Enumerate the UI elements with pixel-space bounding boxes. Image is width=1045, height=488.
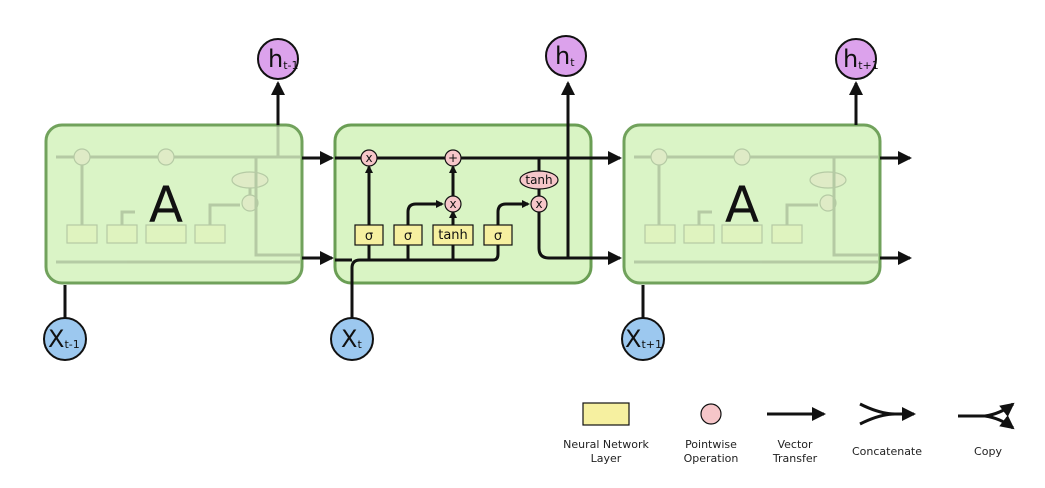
x-node-tminus1: Xt-1	[43, 317, 87, 361]
pointwise-add: +	[444, 149, 462, 167]
legend-pointwise: Pointwise Operation	[684, 403, 739, 465]
nn-layer-output-gate: σ	[483, 224, 513, 246]
x-node-t: Xt	[330, 317, 374, 361]
x-node-tplus1: Xt+1	[621, 317, 665, 361]
pointwise-input-mult: x	[444, 195, 462, 213]
svg-text:Xt: Xt	[341, 325, 362, 353]
nn-layer-forget-gate: σ	[354, 224, 384, 246]
cell-left-internals	[56, 125, 300, 264]
cell-right-internals	[634, 148, 878, 264]
cell-left-label: A	[149, 176, 183, 234]
legend-copy: Copy	[958, 402, 1015, 458]
svg-text:σ: σ	[365, 229, 373, 244]
svg-text:Xt+1: Xt+1	[625, 325, 662, 353]
svg-text:Transfer: Transfer	[772, 452, 818, 465]
svg-text:ht: ht	[555, 42, 575, 70]
svg-text:Concatenate: Concatenate	[852, 445, 922, 458]
svg-text:x: x	[449, 197, 456, 211]
svg-text:tanh: tanh	[525, 173, 552, 187]
cell-right-label: A	[725, 176, 759, 234]
legend-nn-swatch	[582, 402, 630, 426]
cell-left: A	[44, 81, 304, 318]
legend-nn-layer: Neural Network Layer	[563, 402, 649, 465]
legend-vector-transfer: Vector Transfer	[767, 407, 826, 465]
svg-text:Operation: Operation	[684, 452, 739, 465]
svg-text:x: x	[365, 151, 372, 165]
cell-left-box	[44, 123, 304, 285]
svg-text:tanh: tanh	[438, 228, 468, 243]
legend-concatenate: Concatenate	[852, 402, 922, 458]
cell-right-box	[622, 123, 882, 285]
pointwise-forget-mult: x	[360, 149, 378, 167]
svg-text:Layer: Layer	[591, 452, 622, 465]
svg-text:ht+1: ht+1	[843, 45, 879, 73]
svg-text:x: x	[535, 197, 542, 211]
h-node-t: ht	[545, 35, 587, 77]
svg-text:σ: σ	[494, 229, 502, 244]
svg-text:ht-1: ht-1	[268, 45, 299, 73]
svg-text:Xt-1: Xt-1	[48, 325, 80, 353]
legend-pointwise-swatch	[700, 403, 722, 425]
nn-layer-candidate: tanh	[432, 224, 474, 246]
legend: Neural Network Layer Pointwise Operation…	[563, 402, 1015, 465]
svg-text:Neural Network: Neural Network	[563, 438, 649, 451]
svg-text:Copy: Copy	[974, 445, 1002, 458]
svg-text:σ: σ	[404, 229, 412, 244]
pointwise-tanh: tanh	[519, 170, 559, 190]
svg-text:+: +	[448, 151, 458, 165]
pointwise-output-mult: x	[530, 195, 548, 213]
svg-text:Vector: Vector	[777, 438, 813, 451]
cell-right: A	[622, 81, 912, 318]
nn-layer-input-gate: σ	[393, 224, 423, 246]
h-node-tplus1: ht+1	[835, 38, 879, 80]
cell-middle: x + x tanh x σ σ tanh	[333, 81, 622, 318]
concatenate-icon	[859, 402, 896, 416]
svg-text:Pointwise: Pointwise	[685, 438, 737, 451]
h-node-tminus1: ht-1	[257, 38, 299, 80]
